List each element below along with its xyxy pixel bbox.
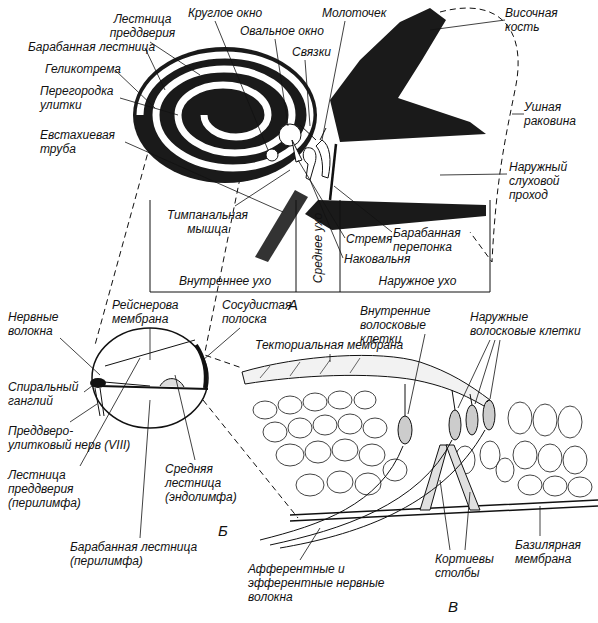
part-label: Нервные волокна xyxy=(8,310,78,338)
part-label: Рейснерова мембрана xyxy=(112,298,192,326)
region-label: Среднее ухо xyxy=(311,213,325,283)
part-label: Круглое окно xyxy=(188,6,262,20)
part-label: Овальное окно xyxy=(240,24,324,38)
part-label: Молоточек xyxy=(322,6,386,20)
part-label: Внутренние волосковые клетки xyxy=(360,304,460,346)
part-label: Сосудистая полоска xyxy=(222,298,297,326)
panel-letter: Б xyxy=(218,522,228,539)
part-label: Афферентные и эфферентные нервные волокн… xyxy=(248,562,428,604)
part-label: Базилярная мембрана xyxy=(515,538,593,566)
panel-letter: В xyxy=(448,598,458,615)
part-label: Барабанная перепонка xyxy=(393,226,488,254)
part-label: Наружный слуховой проход xyxy=(509,160,594,202)
part-label: Тимпанальная мышца xyxy=(160,208,255,236)
part-label: Связки xyxy=(292,45,331,59)
part-label: Преддверо-улитковый нерв (VIII) xyxy=(8,424,133,452)
part-label: Наружные волосковые клетки xyxy=(470,310,590,338)
part-label: Лестница преддверия (перилимфа) xyxy=(8,468,118,510)
part-label: Стремя xyxy=(346,232,392,246)
part-label: Наружное ухо xyxy=(350,274,485,288)
part-label: Кортиевы столбы xyxy=(435,552,515,580)
part-label: Наковальня xyxy=(344,252,410,266)
part-label: Средняя лестница (эндолимфа) xyxy=(165,462,260,504)
part-label: Евстахиевая труба xyxy=(40,128,125,156)
part-label: Височная кость xyxy=(505,6,585,34)
part-label: Внутреннее ухо xyxy=(160,274,290,288)
part-label: Перегородка улитки xyxy=(40,84,125,112)
part-label: Геликотрема xyxy=(45,62,121,76)
part-label: Ушная раковина xyxy=(524,100,594,128)
part-label: Барабанная лестница xyxy=(28,40,155,54)
part-label: Лестница преддверия xyxy=(105,12,180,40)
part-label: Барабанная лестница (перилимфа) xyxy=(70,540,215,568)
part-label: Спиральный ганглий xyxy=(8,380,88,408)
